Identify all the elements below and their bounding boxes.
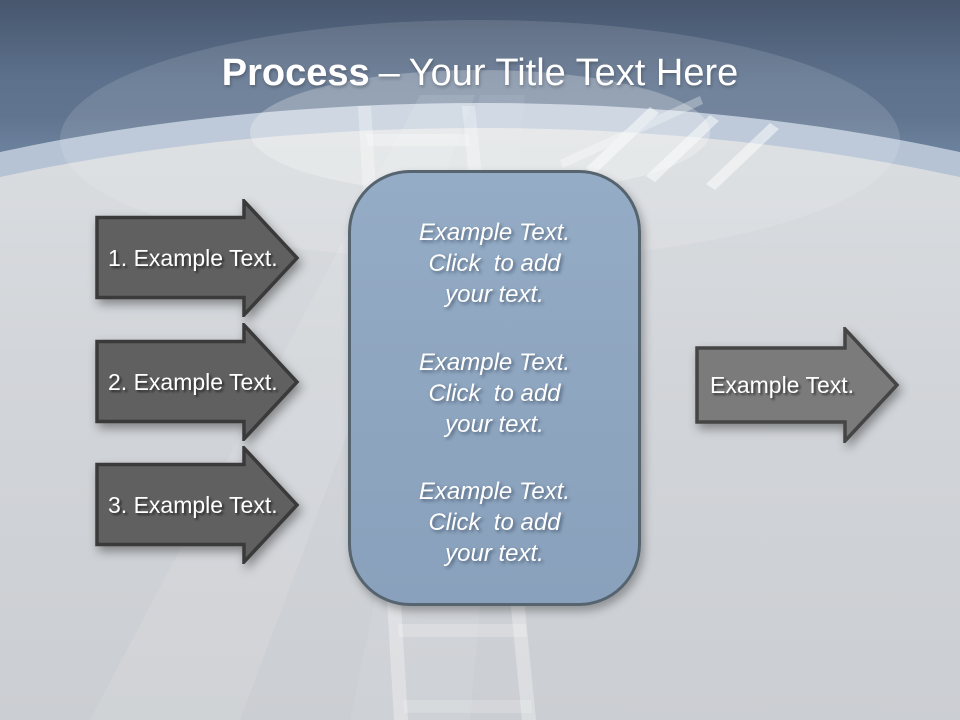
center-text-panel[interactable]: Example Text. Click to add your text. Ex… — [348, 170, 641, 606]
placeholder-line: Click to add — [428, 379, 561, 407]
right-arrow-shape-icon — [95, 323, 300, 441]
title-emphasis: Process — [221, 52, 370, 94]
arrow-label: 3. Example Text. — [108, 491, 278, 518]
placeholder-line: Example Text. — [418, 219, 571, 246]
process-arrow-3[interactable]: 3. Example Text. — [95, 446, 300, 564]
process-arrow-2[interactable]: 2. Example Text. — [95, 323, 300, 441]
text-placeholder-1[interactable]: Example Text. Click to add your text. — [367, 217, 622, 310]
right-arrow-shape-icon — [695, 327, 900, 443]
process-arrow-output[interactable]: Example Text. — [695, 327, 900, 443]
arrow-label: 1. Example Text. — [108, 244, 278, 271]
placeholder-line: your text. — [445, 540, 544, 567]
placeholder-line: Click to add — [428, 250, 561, 277]
right-arrow-shape-icon — [95, 199, 300, 317]
arrow-label: 2. Example Text. — [108, 368, 278, 395]
text-placeholder-2[interactable]: Example Text. Click to add your text. — [367, 347, 622, 440]
title-separator: – — [378, 52, 400, 94]
placeholder-line: Example Text. — [418, 478, 571, 505]
arrow-label: Example Text. — [709, 371, 855, 398]
placeholder-line: your text. — [445, 281, 544, 308]
right-arrow-shape-icon — [95, 446, 300, 564]
placeholder-line: your text. — [445, 410, 544, 438]
title-text: Your Title Text Here — [408, 52, 739, 94]
process-arrow-1[interactable]: 1. Example Text. — [95, 199, 300, 317]
placeholder-line: Example Text. — [418, 348, 571, 376]
placeholder-line: Click to add — [428, 509, 561, 536]
slide-title[interactable]: Process–Your Title Text Here — [0, 47, 960, 99]
text-placeholder-3[interactable]: Example Text. Click to add your text. — [367, 476, 622, 569]
